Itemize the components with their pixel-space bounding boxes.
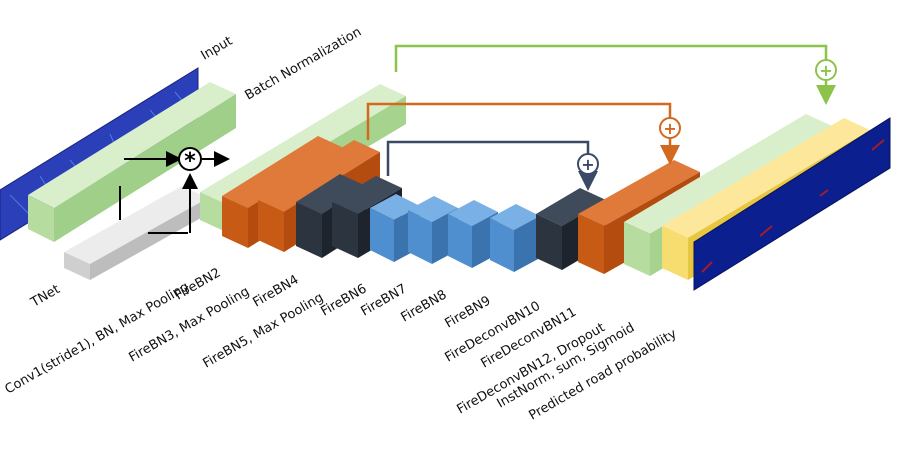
add-green-symbol: + (819, 61, 832, 80)
multiply-operator: * (119, 147, 230, 234)
firebn9-block (490, 204, 540, 272)
label-firebn9: FireBN9 (443, 293, 494, 331)
skip-connection-green: + (394, 44, 837, 105)
label-tnet: TNet (28, 282, 63, 311)
skip-connection-orange: + (366, 102, 681, 165)
multiply-symbol: * (184, 149, 196, 174)
prediction-map (693, 117, 891, 291)
tnet-block (64, 186, 208, 280)
skip-connection-navy: + (386, 140, 599, 191)
label-input: Input (199, 34, 236, 64)
batch-normalization-block (28, 82, 236, 242)
add-navy-symbol: + (581, 155, 594, 174)
add-orange-symbol: + (663, 119, 676, 138)
label-batch-normalization: Batch Normalization (243, 25, 365, 104)
